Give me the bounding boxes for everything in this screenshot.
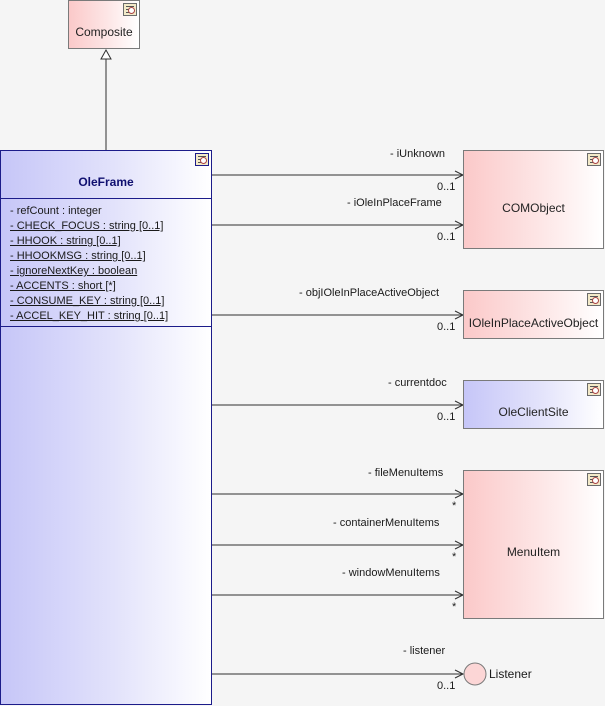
multiplicity-label: * bbox=[452, 500, 457, 512]
class-stereotype-icon bbox=[587, 383, 601, 396]
multiplicity-label: 0..1 bbox=[437, 411, 456, 423]
association-obj-iole-in-place-active-object[interactable] bbox=[212, 310, 465, 320]
multiplicity-label: 0..1 bbox=[437, 181, 456, 193]
menuitem-class[interactable]: MenuItem bbox=[463, 470, 604, 619]
role-label: - iUnknown bbox=[390, 148, 446, 160]
class-name: MenuItem bbox=[506, 545, 561, 559]
role-label: - currentdoc bbox=[388, 377, 447, 389]
association-container-menu-items[interactable] bbox=[212, 540, 465, 550]
attribute: - ignoreNextKey : boolean bbox=[10, 265, 138, 277]
class-stereotype-icon bbox=[587, 473, 601, 486]
association-iole-in-place-frame[interactable] bbox=[212, 220, 465, 230]
role-label: - objIOleInPlaceActiveObject bbox=[299, 287, 440, 299]
multiplicity-label: 0..1 bbox=[437, 680, 456, 692]
iole-in-place-active-object-class[interactable]: IOleInPlaceActiveObject bbox=[463, 290, 604, 339]
association-iunknown[interactable] bbox=[212, 170, 465, 180]
role-label: - windowMenuItems bbox=[342, 567, 440, 579]
composite-class[interactable]: Composite bbox=[68, 0, 140, 49]
listener-interface-circle[interactable] bbox=[463, 662, 487, 686]
role-label: - iOleInPlaceFrame bbox=[347, 197, 442, 209]
attribute: - ACCEL_KEY_HIT : string [0..1] bbox=[10, 310, 169, 322]
generalization-arrowhead bbox=[100, 48, 112, 60]
role-label: - containerMenuItems bbox=[333, 517, 440, 529]
association-currentdoc[interactable] bbox=[212, 400, 465, 410]
comobject-class[interactable]: COMObject bbox=[463, 150, 604, 249]
multiplicity-label: * bbox=[452, 601, 457, 613]
class-stereotype-icon bbox=[587, 293, 601, 306]
class-name: Composite bbox=[75, 25, 133, 39]
attribute: - refCount : integer bbox=[10, 205, 102, 217]
class-compartment-divider bbox=[1, 198, 211, 199]
class-name: OleFrame bbox=[78, 175, 134, 189]
oleframe-class[interactable]: OleFrame - refCount : integer - CHECK_FO… bbox=[0, 150, 212, 705]
attribute: - CHECK_FOCUS : string [0..1] bbox=[10, 220, 164, 232]
listener-interface-label: Listener bbox=[489, 667, 532, 681]
attribute-compartment: - refCount : integer - CHECK_FOCUS : str… bbox=[10, 204, 168, 324]
class-name: COMObject bbox=[502, 201, 565, 215]
attribute: - HHOOKMSG : string [0..1] bbox=[10, 250, 146, 262]
class-name: IOleInPlaceActiveObject bbox=[468, 316, 599, 330]
multiplicity-label: 0..1 bbox=[437, 321, 456, 333]
multiplicity-label: * bbox=[452, 551, 457, 563]
attribute: - ACCENTS : short [*] bbox=[10, 280, 116, 292]
multiplicity-label: 0..1 bbox=[437, 231, 456, 243]
class-stereotype-icon bbox=[587, 153, 601, 166]
attribute: - HHOOK : string [0..1] bbox=[10, 235, 121, 247]
class-compartment-divider bbox=[1, 326, 211, 327]
class-stereotype-icon bbox=[123, 3, 137, 16]
oleclientsite-class[interactable]: OleClientSite bbox=[463, 380, 604, 429]
class-stereotype-icon bbox=[195, 153, 209, 166]
role-label: - listener bbox=[403, 645, 446, 657]
association-file-menu-items[interactable] bbox=[212, 489, 465, 499]
association-listener[interactable] bbox=[212, 669, 465, 679]
attribute: - CONSUME_KEY : string [0..1] bbox=[10, 295, 165, 307]
association-window-menu-items[interactable] bbox=[212, 590, 465, 600]
class-name: OleClientSite bbox=[498, 405, 569, 419]
role-label: - fileMenuItems bbox=[368, 467, 444, 479]
